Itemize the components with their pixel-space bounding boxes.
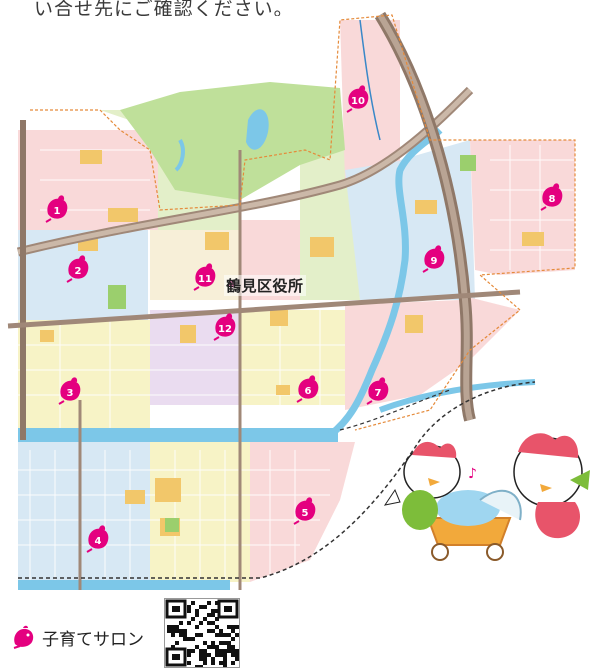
salon-pin-number: 10 [351,96,365,107]
facility-blocks [40,150,544,536]
salon-pin-6[interactable]: 6 [296,375,319,403]
salon-pin-number: 7 [375,388,382,399]
salon-pin-10[interactable]: 10 [346,85,369,113]
railway [18,19,536,579]
salon-pin-4[interactable]: 4 [86,525,109,553]
mascot-illustration: ♪ [383,433,590,561]
legend: 子育てサロン [10,624,144,650]
salon-pin-2[interactable]: 2 [66,255,89,283]
salon-pin-7[interactable]: 7 [366,377,389,405]
salon-pin-3[interactable]: 3 [58,377,81,405]
qr-code[interactable] [164,598,240,669]
salon-pin-9[interactable]: 9 [422,245,445,273]
salon-pin-number: 11 [198,274,212,285]
bird-pin-icon [13,625,34,649]
salon-pin-5[interactable]: 5 [293,497,316,525]
legend-label: 子育てサロン [42,629,144,650]
park-area [120,82,345,200]
ward-office-label: 鶴見区役所 [224,275,306,296]
salon-pin-1[interactable]: 1 [45,195,68,223]
salon-pin-number: 6 [305,386,312,397]
salon-pin-12[interactable]: 12 [213,313,236,341]
salon-pin-number: 9 [431,256,438,267]
salon-pin-8[interactable]: 8 [540,183,563,211]
qr-code-pattern [165,599,239,669]
river [18,127,536,590]
salon-pin-number: 2 [75,266,82,277]
salon-pin-11[interactable]: 11 [193,263,216,291]
salon-pin-number: 12 [218,324,232,335]
salon-pin-number: 3 [67,388,74,399]
instruction-text: い合せ先にご確認ください。 [34,0,294,16]
salon-pin-number: 1 [54,206,61,217]
salon-pin-number: 4 [95,536,102,547]
salon-pin-number: 8 [549,194,556,205]
svg-text:♪: ♪ [468,466,477,482]
salon-pin-number: 5 [302,508,309,519]
